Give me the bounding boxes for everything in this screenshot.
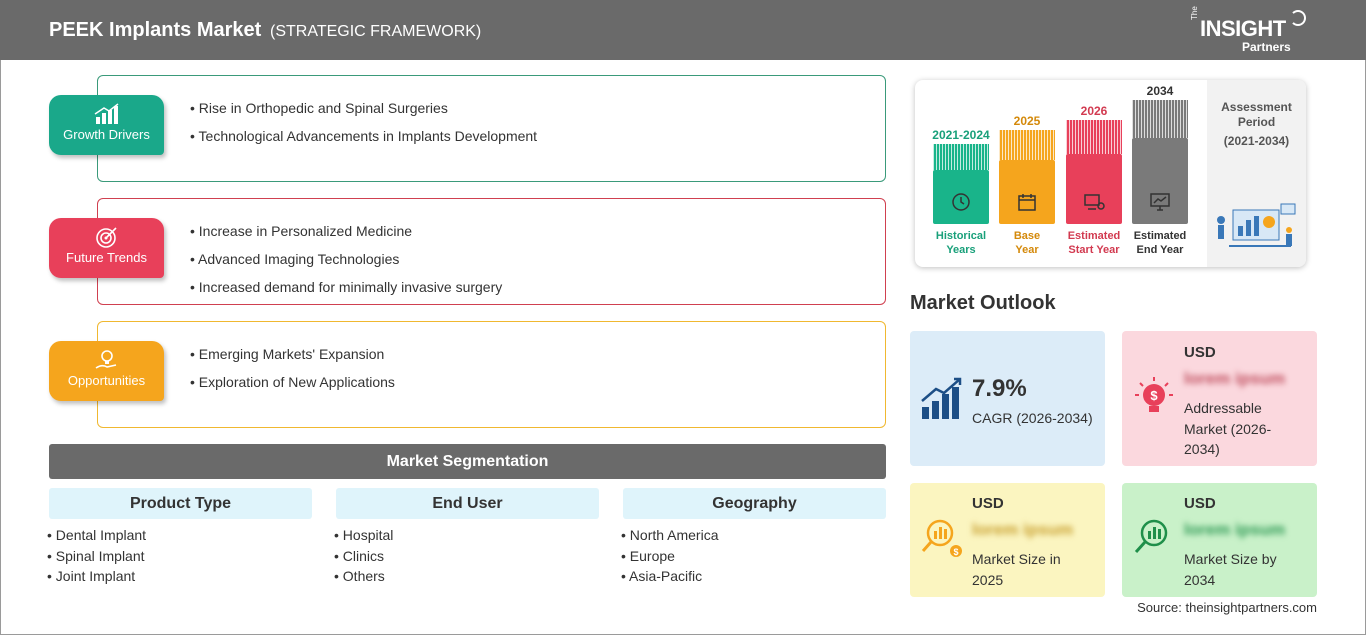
growth-drivers-list: Rise in Orthopedic and Spinal Surgeries … — [190, 94, 538, 150]
size-2034-label: Market Size by 2034 — [1184, 551, 1277, 588]
page-title: PEEK Implants Market — [49, 19, 262, 41]
list-item: Others — [334, 566, 599, 587]
list-item: Joint Implant — [47, 566, 312, 587]
logo-swirl-icon — [1290, 10, 1306, 26]
list-item: Increased demand for minimally invasive … — [190, 273, 502, 301]
addressable-usd: USD — [1184, 344, 1216, 361]
timeline-year: 2034 — [1146, 84, 1174, 98]
list-item: Hospital — [334, 525, 599, 546]
assessment-period: Assessment Period (2021-2034) — [1207, 80, 1306, 267]
future-trends-list: Increase in Personalized Medicine Advanc… — [190, 217, 502, 301]
timeline-year: 2025 — [1013, 114, 1041, 128]
growth-chart-icon — [921, 377, 962, 419]
segment-end-user: End User Hospital Clinics Others — [336, 488, 599, 587]
opportunities-card: Emerging Markets' Expansion Exploration … — [97, 321, 886, 428]
source-credit: Source: theinsightpartners.com — [1137, 600, 1317, 615]
segment-product-type: Product Type Dental Implant Spinal Impla… — [49, 488, 312, 587]
lightbulb-hand-icon — [95, 350, 116, 369]
header-bar: PEEK Implants Market (STRATEGIC FRAMEWOR… — [0, 0, 1366, 60]
cagr-value: 7.9% — [972, 375, 1027, 402]
size-2025-value: lorem ipsum — [972, 520, 1074, 539]
market-outlook-title: Market Outlook — [910, 292, 1056, 314]
future-trends-card: Increase in Personalized Medicine Advanc… — [97, 198, 886, 305]
svg-text:$: $ — [1150, 388, 1158, 403]
list-item: Europe — [621, 546, 886, 567]
presentation-icon — [1084, 194, 1105, 210]
addressable-label: Addressable Market (2026-2034) — [1184, 400, 1272, 457]
calendar-icon — [1018, 194, 1036, 211]
list-item: Advanced Imaging Technologies — [190, 245, 502, 273]
size-2034-usd: USD — [1184, 495, 1216, 512]
addressable-market-box: $ USD lorem ipsum Addressable Market (20… — [1122, 331, 1317, 466]
history-icon — [952, 193, 970, 211]
timeline-year: 2026 — [1080, 104, 1108, 118]
list-item: Clinics — [334, 546, 599, 567]
timeline-year: 2021-2024 — [932, 128, 990, 142]
list-item: Spinal Implant — [47, 546, 312, 567]
assessment-range: (2021-2034) — [1223, 134, 1290, 148]
addressable-value: lorem ipsum — [1184, 369, 1286, 388]
segment-geography: Geography North America Europe Asia-Paci… — [623, 488, 886, 587]
cagr-label: CAGR (2026-2034) — [972, 410, 1093, 426]
target-icon — [95, 227, 117, 248]
list-item: Technological Advancements in Implants D… — [190, 122, 538, 150]
market-segmentation-header: Market Segmentation — [49, 444, 886, 479]
list-item: Emerging Markets' Expansion — [190, 340, 395, 368]
list-item: Dental Implant — [47, 525, 312, 546]
size-2025-usd: USD — [972, 495, 1004, 512]
assessment-title: Assessment Period — [1221, 100, 1292, 129]
page-subtitle: (STRATEGIC FRAMEWORK) — [270, 23, 482, 40]
segment-heading: Geography — [623, 488, 886, 519]
lightbulb-dollar-icon: $ — [1135, 377, 1173, 412]
list-item: North America — [621, 525, 886, 546]
size-2025-label: Market Size in 2025 — [972, 551, 1061, 588]
market-size-2025-box: $ USD lorem ipsum Market Size in 2025 — [910, 483, 1105, 597]
insight-partners-logo: The INSIGHT Partners — [1190, 6, 1310, 54]
segment-heading: End User — [336, 488, 599, 519]
opportunities-badge: Opportunities — [49, 341, 164, 401]
timeline-bar — [999, 160, 1055, 224]
list-item: Exploration of New Applications — [190, 368, 395, 396]
monitor-chart-icon — [1150, 193, 1170, 211]
list-item: Increase in Personalized Medicine — [190, 217, 502, 245]
analytics-illustration-icon — [1217, 203, 1296, 247]
growth-drivers-card: Rise in Orthopedic and Spinal Surgeries … — [97, 75, 886, 182]
opportunities-list: Emerging Markets' Expansion Exploration … — [190, 340, 395, 396]
segment-heading: Product Type — [49, 488, 312, 519]
cagr-box: 7.9% CAGR (2026-2034) — [910, 331, 1105, 466]
timeline-bar — [1066, 154, 1122, 224]
size-2034-value: lorem ipsum — [1184, 520, 1286, 539]
list-item: Rise in Orthopedic and Spinal Surgeries — [190, 94, 537, 122]
growth-drivers-badge: Growth Drivers — [49, 95, 164, 155]
magnifier-dollar-icon: $ — [921, 519, 962, 557]
future-trends-badge: Future Trends — [49, 218, 164, 278]
list-item: Asia-Pacific — [621, 566, 886, 587]
svg-text:$: $ — [953, 547, 958, 557]
growth-chart-icon — [94, 103, 118, 124]
magnifier-chart-icon — [1134, 519, 1168, 554]
market-size-2034-box: USD lorem ipsum Market Size by 2034 — [1122, 483, 1317, 597]
